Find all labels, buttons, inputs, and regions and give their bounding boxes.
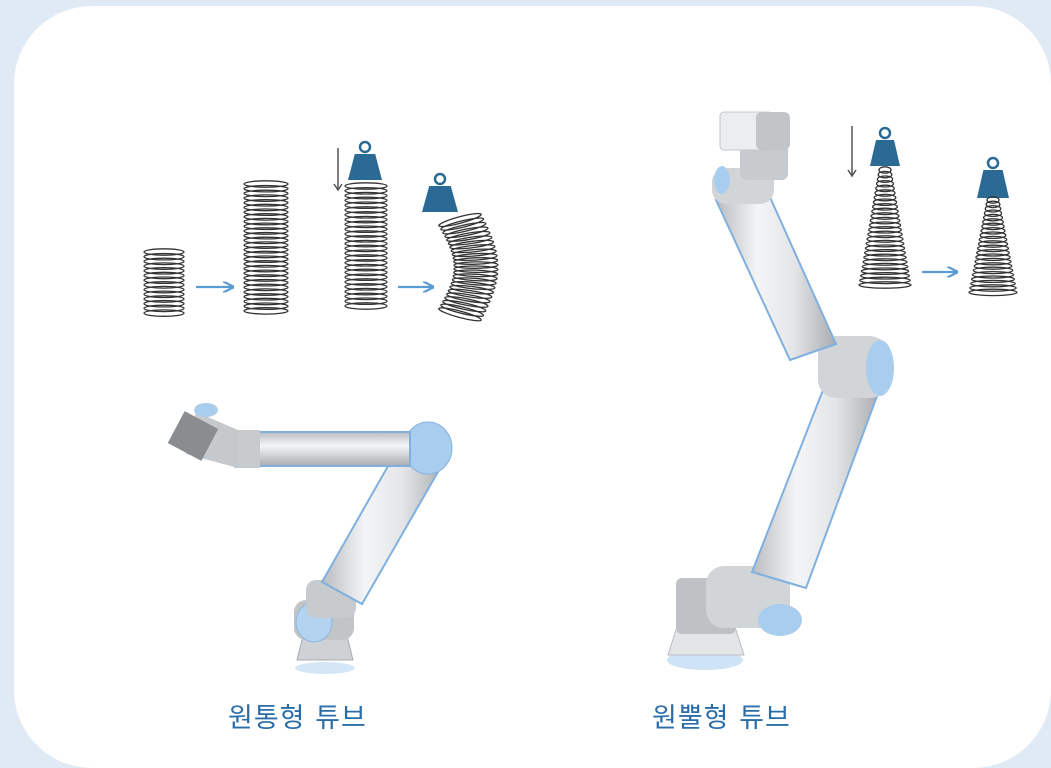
weight-icon	[348, 142, 382, 180]
spring-stack-short	[144, 249, 184, 316]
weight-icon	[422, 174, 458, 212]
cylinder-spring-sequence	[144, 142, 498, 323]
caption-conical-tube: 원뿔형 튜브	[652, 696, 791, 735]
spring-stack-tall	[244, 181, 288, 314]
cone-spring-stack	[859, 167, 911, 288]
weight-icon	[977, 158, 1009, 198]
robot-arm-cylindrical	[168, 403, 452, 674]
bent-spring-stack	[438, 211, 498, 323]
cone-spring-sequence	[848, 126, 1017, 296]
cone-spring-stack-loaded	[969, 197, 1017, 296]
weight-icon	[870, 128, 900, 166]
caption-cylindrical-tube: 원통형 튜브	[228, 696, 367, 735]
robot-arm-conical	[667, 112, 894, 670]
spring-stack-compressed	[345, 183, 387, 309]
